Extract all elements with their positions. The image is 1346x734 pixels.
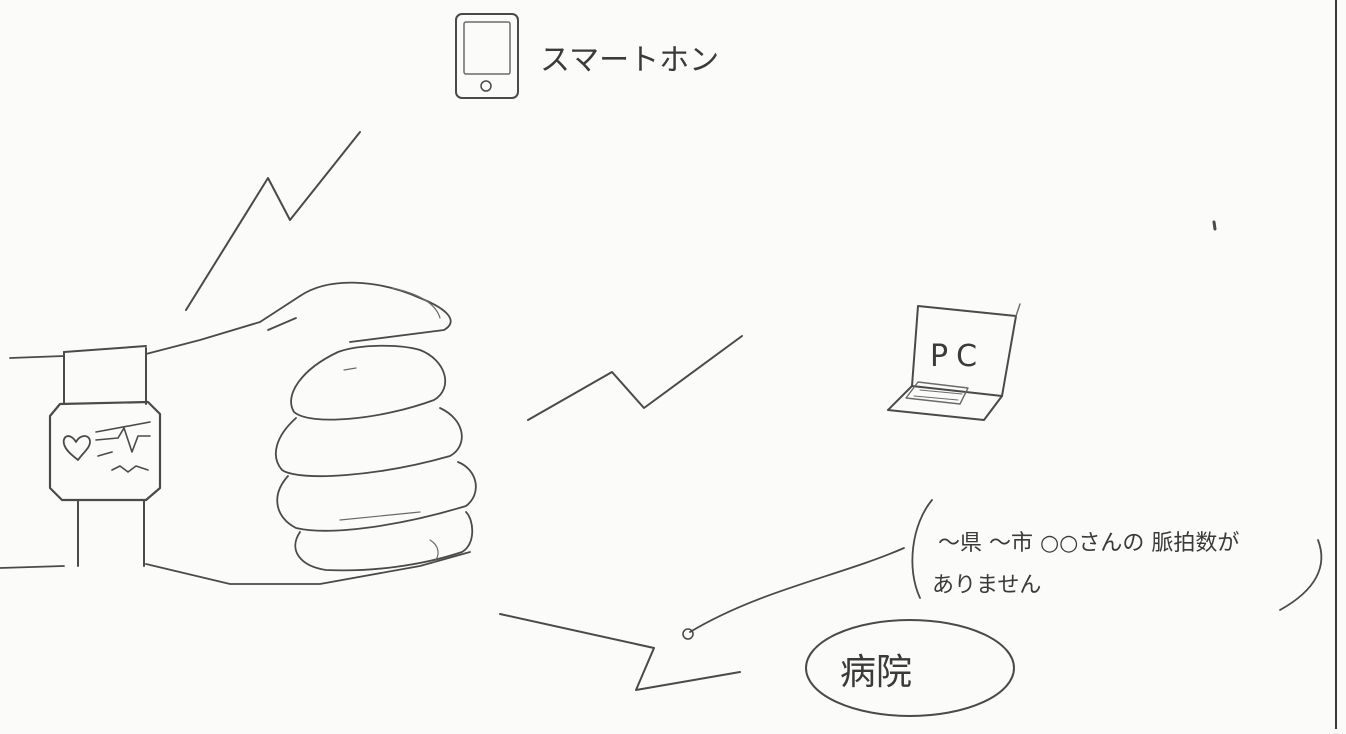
message-text-line-1: 〜県 〜市 ○○さんの 脈拍数が [938, 531, 1239, 556]
smartphone-icon [455, 13, 519, 99]
laptop-icon [887, 303, 1021, 421]
hospital-node [805, 619, 1015, 717]
hospital-label: 病院 [840, 652, 912, 693]
smartwatch-icon [48, 345, 162, 567]
smartphone-label: スマートホン [540, 43, 719, 78]
pulse-wave-graphic [95, 421, 151, 473]
pc-label: PC [930, 339, 985, 374]
arm-with-fist [0, 281, 477, 585]
ink-dot [1212, 220, 1217, 231]
heart-icon [62, 435, 91, 461]
message-text-line-2: ありません [932, 573, 1041, 598]
message-bubble [682, 499, 1323, 640]
bubble-pointer-line [689, 547, 905, 633]
signal-to-smartphone [185, 131, 361, 311]
signal-to-pc [527, 335, 743, 421]
signal-to-hospital [499, 613, 741, 691]
